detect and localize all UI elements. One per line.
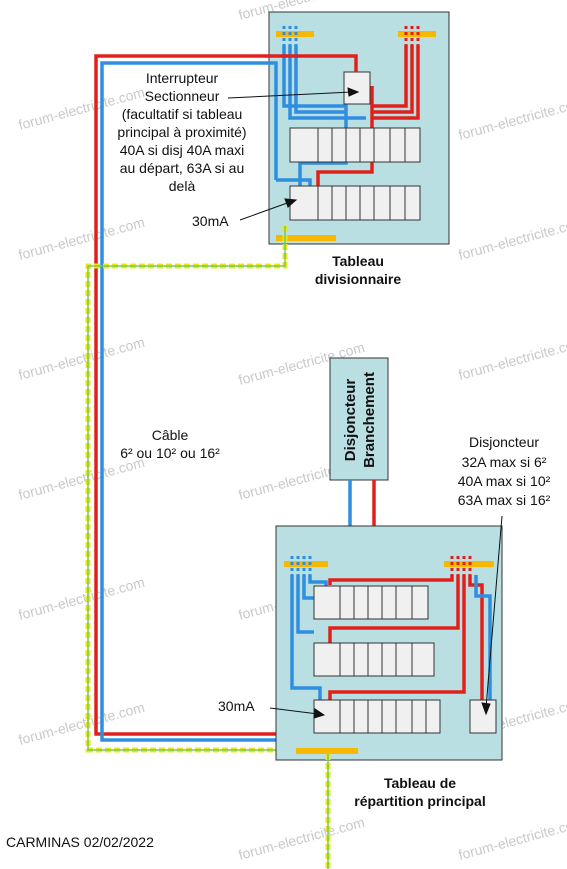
phase-wire [372, 45, 408, 108]
neutral-wire [298, 90, 348, 186]
label-cable: Câble 6² ou 10² ou 16² [120, 427, 220, 461]
neutral-wire [474, 575, 492, 700]
watermark: forum-electricite.com [457, 334, 567, 383]
svg-text:Câble: Câble [152, 427, 189, 443]
wires-bottom-panel [290, 575, 492, 700]
earth-bar [296, 748, 358, 754]
neutral-wire [294, 45, 346, 114]
rcd-bottom-label: 30mA [218, 698, 255, 714]
phase-wire [372, 45, 414, 114]
svg-text:répartition principal: répartition principal [354, 793, 485, 809]
svg-text:40A si disj 40A maxi: 40A si disj 40A maxi [120, 142, 245, 158]
phase-wire [328, 575, 460, 643]
phase-wire [328, 575, 466, 700]
svg-text:40A max si 10²: 40A max si 10² [458, 473, 551, 489]
watermark: forum-electricite.com [17, 574, 147, 623]
watermark: forum-electricite.com [17, 214, 147, 263]
breaker-row-bottom-1 [313, 585, 429, 620]
neutral-wire [276, 178, 312, 186]
svg-text:63A max si 16²: 63A max si 16² [458, 492, 551, 508]
label-tableau-principal: Tableau de répartition principal [354, 775, 485, 809]
neutral-wire [296, 575, 314, 634]
earth-bar [276, 235, 336, 241]
main-breaker-box [329, 357, 389, 481]
credit-text: CARMINAS 02/02/2022 [6, 834, 154, 850]
svg-text:au départ, 63A si au: au départ, 63A si au [120, 160, 245, 176]
label-tableau-divisionnaire: Tableau divisionnaire [315, 253, 402, 287]
neutral-wire [302, 575, 314, 600]
breaker-row-bottom-2 [313, 642, 435, 677]
phase-wire [328, 575, 454, 585]
neutral-wire [282, 45, 346, 108]
svg-text:Sectionneur: Sectionneur [145, 88, 220, 104]
watermark: forum-electricite.com [237, 814, 367, 863]
svg-text:delà: delà [169, 178, 196, 194]
svg-text:32A max si 6²: 32A max si 6² [462, 454, 547, 470]
main-breaker-label-2: Branchement [361, 372, 378, 468]
label-disjoncteur: Disjoncteur 32A max si 6² 40A max si 10²… [458, 434, 551, 508]
neutral-wire [288, 45, 366, 120]
neutral-wire [290, 575, 322, 700]
watermark: forum-electricite.com [17, 334, 147, 383]
breaker-row-bottom-3 [313, 699, 441, 734]
breaker-row-top-1 [289, 127, 421, 163]
svg-text:principal à proximité): principal à proximité) [117, 124, 246, 140]
svg-text:Tableau: Tableau [332, 253, 384, 269]
label-interrupteur: Interrupteur Sectionneur (facultatif si … [117, 70, 246, 194]
svg-text:(facultatif si tableau: (facultatif si tableau [122, 106, 243, 122]
rcd-top-label: 30mA [192, 213, 229, 229]
svg-text:Tableau de: Tableau de [384, 775, 456, 791]
svg-text:divisionnaire: divisionnaire [315, 271, 402, 287]
annotation-arrows [227, 87, 503, 719]
earth-bar [284, 561, 328, 567]
watermark: forum-electricite.com [457, 94, 567, 143]
svg-text:Interrupteur: Interrupteur [146, 70, 219, 86]
wires-top-panel [276, 45, 420, 186]
svg-text:Disjoncteur: Disjoncteur [469, 434, 539, 450]
phase-wire [372, 45, 420, 120]
watermark: forum-electricite.com [457, 814, 567, 863]
watermark: forum-electricite.com [17, 454, 147, 503]
watermark: forum-electricite.com [457, 214, 567, 263]
svg-text:6² ou 10² ou 16²: 6² ou 10² ou 16² [120, 445, 220, 461]
main-breaker-label-1: Disjoncteur [342, 379, 359, 462]
breaker-row-top-2 [289, 185, 421, 221]
